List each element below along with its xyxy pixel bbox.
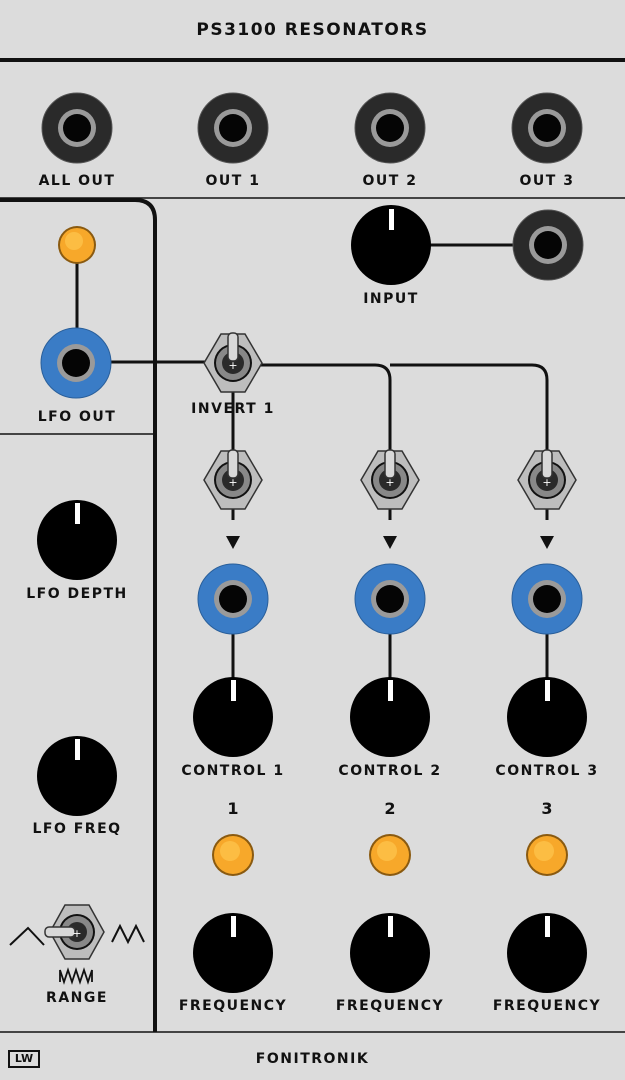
jack-icon[interactable] (197, 92, 269, 164)
channel-1-number: 1 (227, 799, 239, 818)
knob-icon[interactable] (37, 500, 117, 580)
header-divider (0, 58, 625, 62)
channel-2-number: 2 (384, 799, 396, 818)
frequency-1-label: FREQUENCY (178, 998, 288, 1014)
knob-icon[interactable] (507, 677, 587, 757)
frequency-2-label: FREQUENCY (335, 998, 445, 1014)
lfo-freq-label: LFO FREQ (32, 821, 122, 837)
invert-1-label: INVERT 1 (191, 401, 275, 417)
svg-text:+: + (542, 476, 551, 489)
square-wave-icon (59, 967, 93, 985)
jack-icon[interactable] (41, 92, 113, 164)
signal-paths (75, 243, 549, 700)
svg-text:+: + (72, 927, 81, 940)
jack-icon[interactable] (512, 209, 584, 281)
out-2-label: OUT 2 (362, 173, 418, 189)
brand-name: FONITRONIK (255, 1051, 370, 1067)
jack-icon[interactable] (511, 92, 583, 164)
knob-icon[interactable] (37, 736, 117, 816)
input-label: INPUT (363, 291, 419, 307)
jack-icon[interactable] (197, 563, 269, 635)
out-1-label: OUT 1 (205, 173, 261, 189)
knob-icon[interactable] (350, 913, 430, 993)
knob-icon[interactable] (350, 677, 430, 757)
led-icon (369, 834, 411, 876)
led-icon (526, 834, 568, 876)
out-3-label: OUT 3 (519, 173, 575, 189)
svg-text:+: + (228, 359, 237, 372)
brand-logo: LW (8, 1050, 40, 1068)
jack-icon[interactable] (354, 92, 426, 164)
frequency-3-label: FREQUENCY (492, 998, 602, 1014)
knob-icon[interactable] (193, 913, 273, 993)
sawtooth-wave-icon (111, 923, 145, 945)
module-title: PS3100 RESONATORS (196, 20, 429, 40)
lfo-depth-label: LFO DEPTH (26, 586, 128, 602)
signal-arrows (226, 536, 554, 549)
toggle-switch-icon[interactable]: + (517, 449, 577, 510)
lfo-out-label: LFO OUT (37, 409, 117, 425)
channel-3-number: 3 (541, 799, 553, 818)
control-1-label: CONTROL 1 (181, 763, 285, 779)
jack-icon[interactable] (40, 327, 112, 399)
lfo-section-border (0, 198, 157, 1032)
toggle-switch-icon[interactable]: + (44, 904, 105, 960)
knob-icon[interactable] (351, 205, 431, 285)
control-3-label: CONTROL 3 (495, 763, 599, 779)
toggle-switch-icon[interactable]: + (360, 449, 420, 510)
led-icon (212, 834, 254, 876)
triangle-wave-icon (9, 926, 45, 946)
all-out-label: ALL OUT (38, 173, 116, 189)
toggle-switch-icon[interactable]: + (203, 332, 263, 393)
knob-icon[interactable] (507, 913, 587, 993)
knob-icon[interactable] (193, 677, 273, 757)
range-label: RANGE (46, 990, 108, 1006)
control-2-label: CONTROL 2 (338, 763, 442, 779)
svg-text:+: + (228, 476, 237, 489)
svg-text:+: + (385, 476, 394, 489)
jack-icon[interactable] (511, 563, 583, 635)
toggle-switch-icon[interactable]: + (203, 449, 263, 510)
led-icon (58, 226, 96, 264)
jack-icon[interactable] (354, 563, 426, 635)
